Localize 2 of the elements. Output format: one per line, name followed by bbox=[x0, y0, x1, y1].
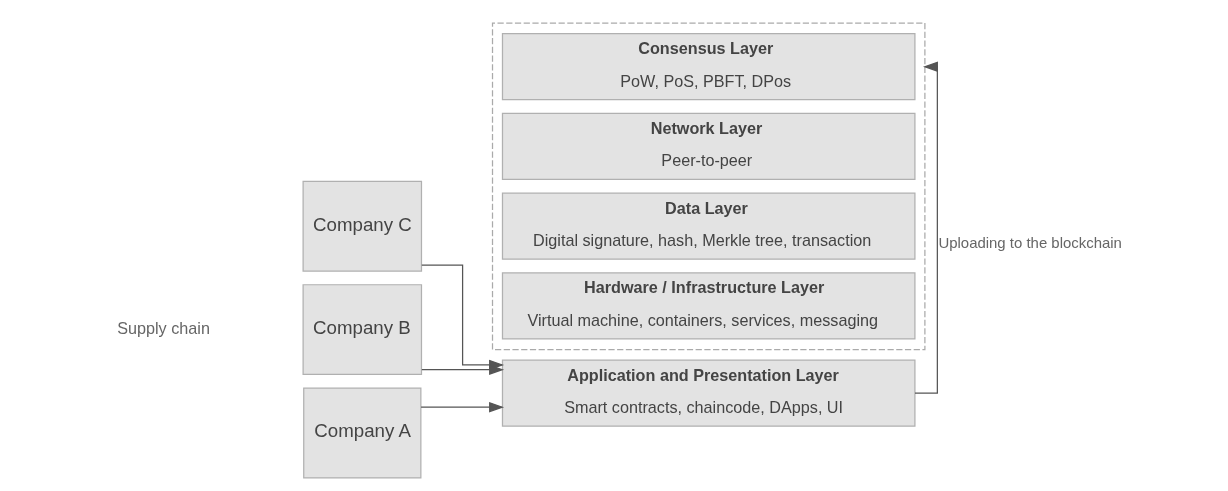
edge-label: Uploading to the blockchain bbox=[938, 234, 1122, 252]
label: Supply chain bbox=[117, 318, 210, 337]
